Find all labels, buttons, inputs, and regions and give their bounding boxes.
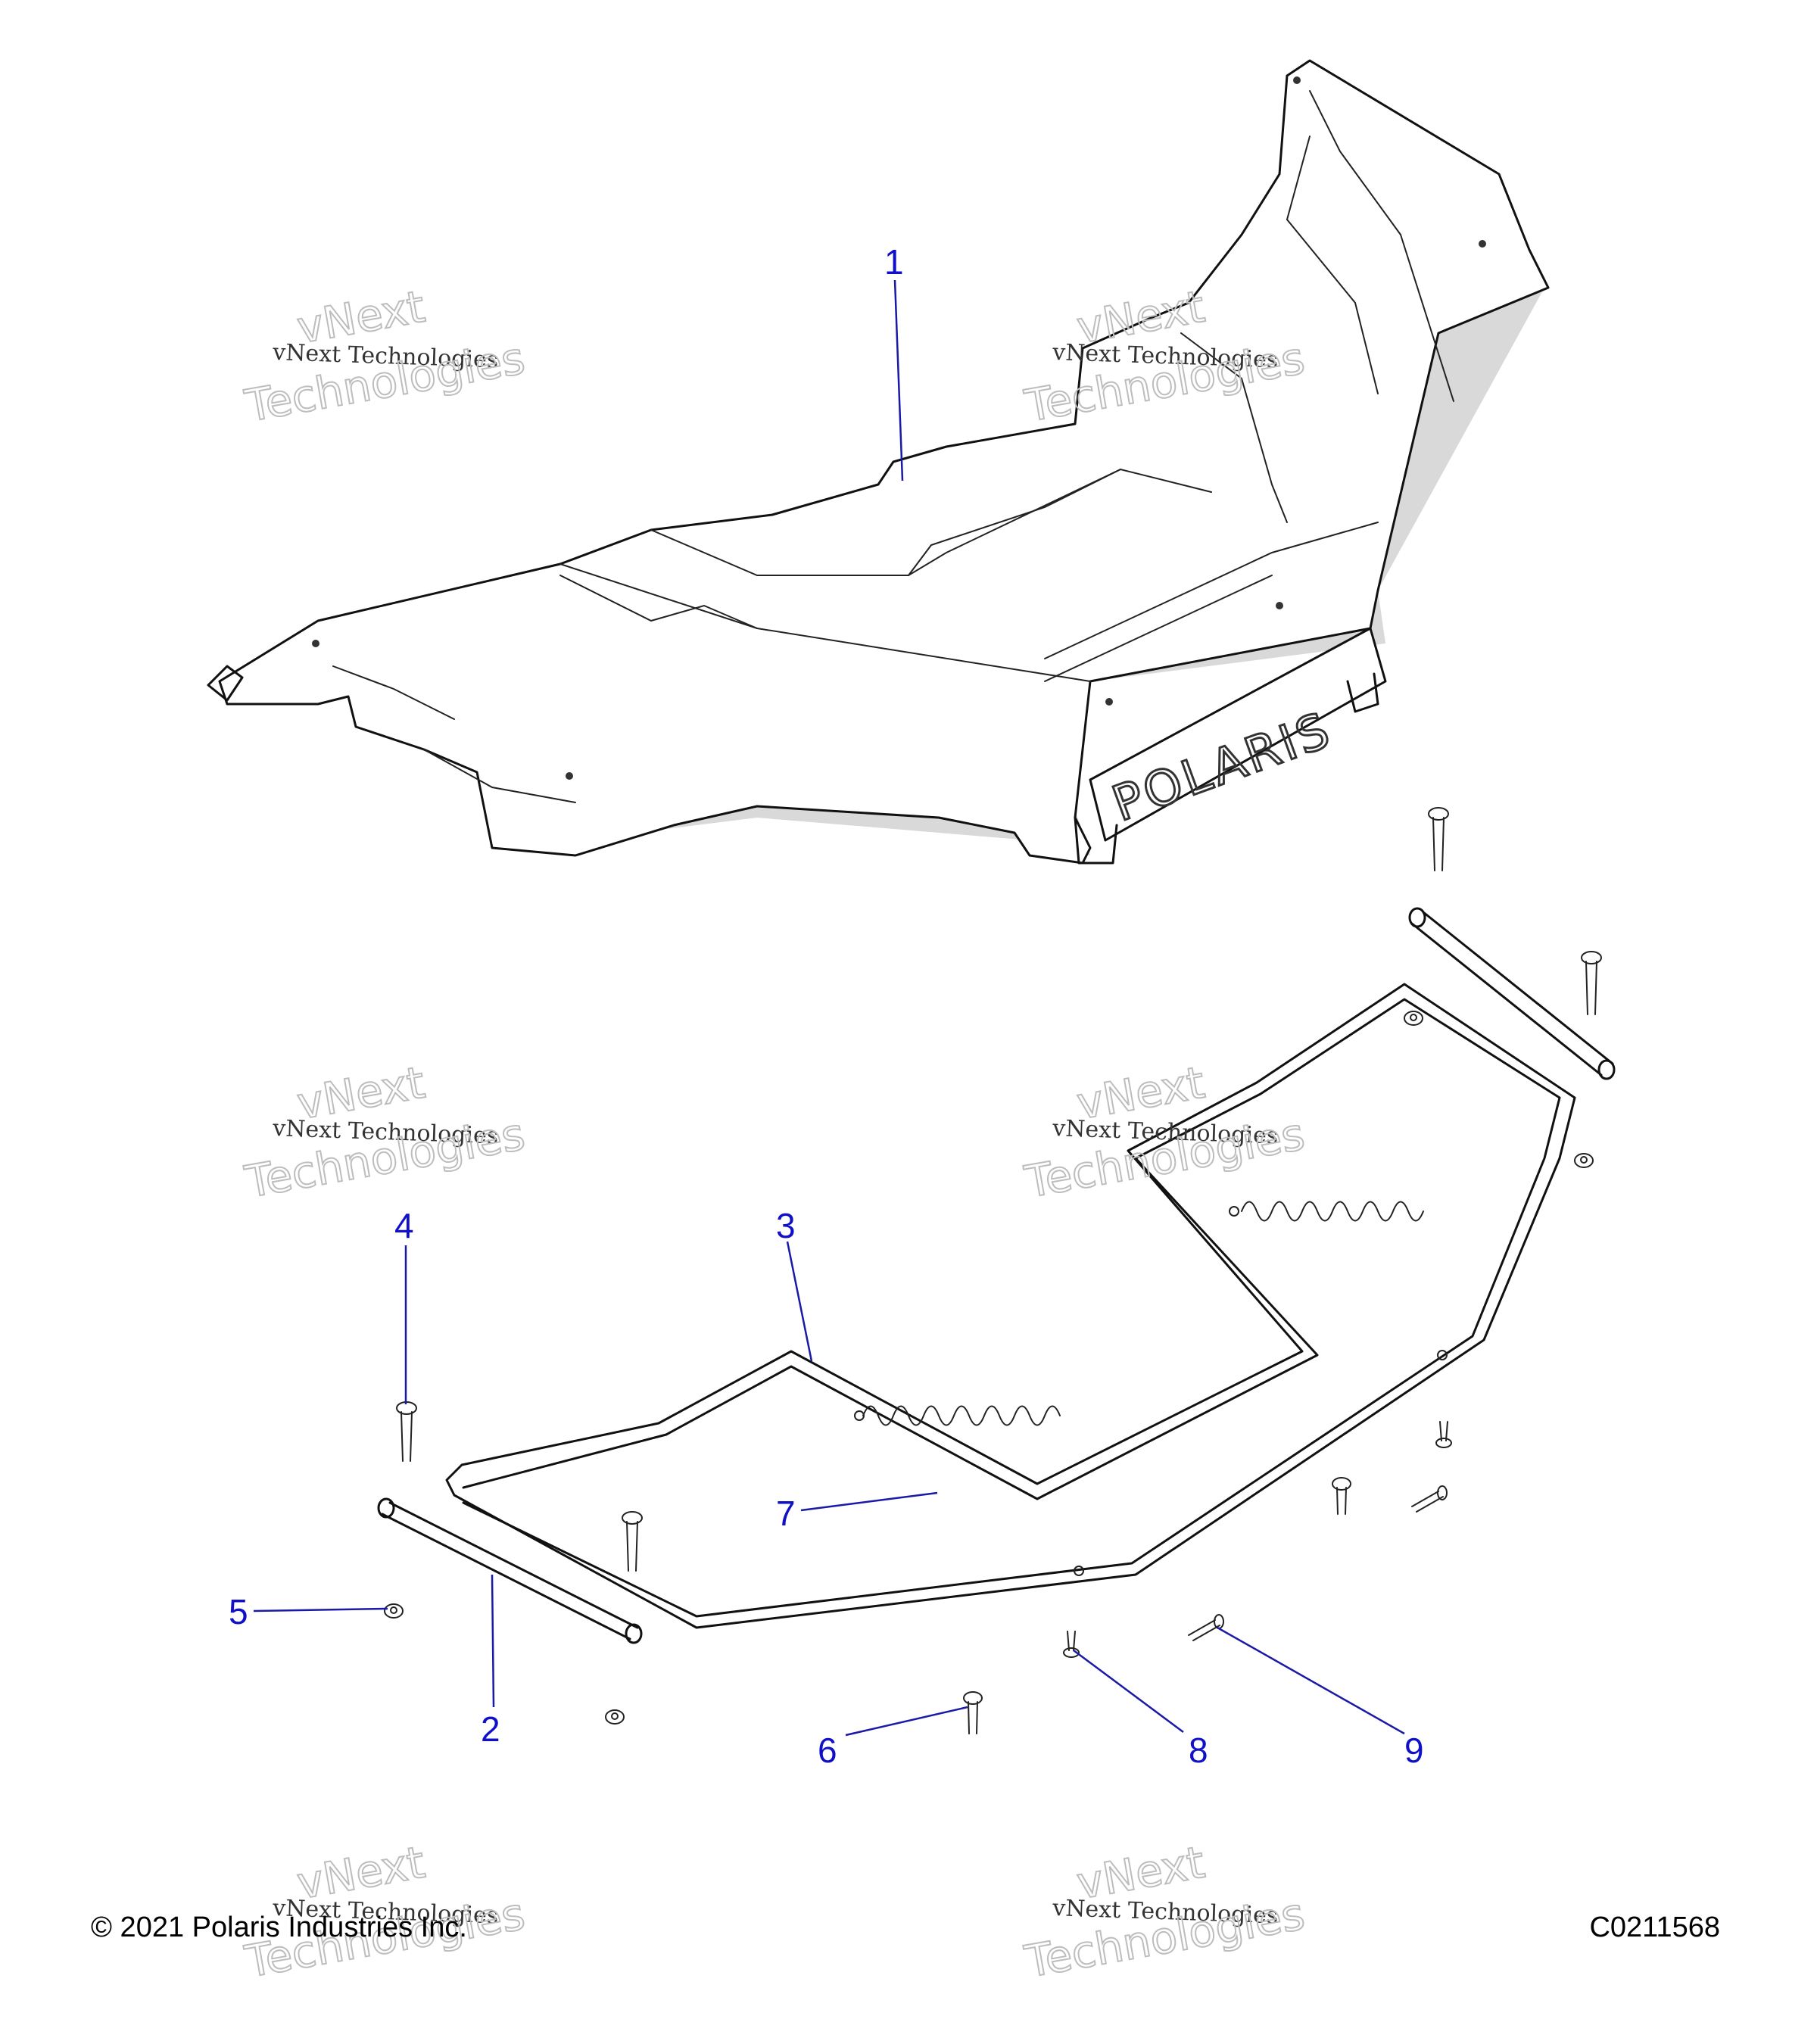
front-body-panel: POLARIS [207,59,1550,865]
watermark-1: vNext vNext Technologies Technologies [240,280,529,433]
callout-6: 6 [818,1731,837,1770]
callout-3: 3 [776,1206,796,1245]
callout-labels: 1 2 3 4 5 6 7 8 9 [229,242,1424,1770]
bolt-4 [396,1401,417,1462]
rack-frame [445,907,1616,1629]
screw [1435,1421,1452,1448]
cross-tube [377,1497,643,1644]
bolt [622,1511,643,1572]
springs [854,1201,1448,1576]
callout-4: 4 [394,1206,414,1245]
watermark-5: vNext vNext Technologies Technologies [240,1836,529,1989]
diagram-code: C0211568 [1589,1912,1720,1943]
screw-6 [963,1691,983,1734]
callout-8: 8 [1189,1731,1208,1770]
screw-8 [1063,1631,1080,1658]
bolt [1581,951,1602,1015]
callout-9: 9 [1404,1731,1424,1770]
pin [1411,1485,1448,1513]
callout-2: 2 [481,1709,500,1749]
nut [1574,1153,1594,1168]
bolt [1428,807,1449,871]
screw [1332,1477,1351,1515]
callout-leaders [253,279,1405,1737]
copyright-text: © 2021 Polaris Industries Inc. [91,1912,467,1943]
nut [1404,1011,1423,1026]
nut [605,1709,625,1725]
watermark-3: vNext vNext Technologies Technologies [240,1056,529,1209]
nut-5 [384,1603,404,1619]
watermark-6: vNext vNext Technologies Technologies [1020,1836,1309,1989]
watermark-4: vNext vNext Technologies Technologies [1020,1056,1309,1209]
callout-1: 1 [884,242,904,282]
callout-5: 5 [229,1592,248,1631]
callout-7: 7 [776,1494,796,1533]
fasteners [384,807,1602,1734]
